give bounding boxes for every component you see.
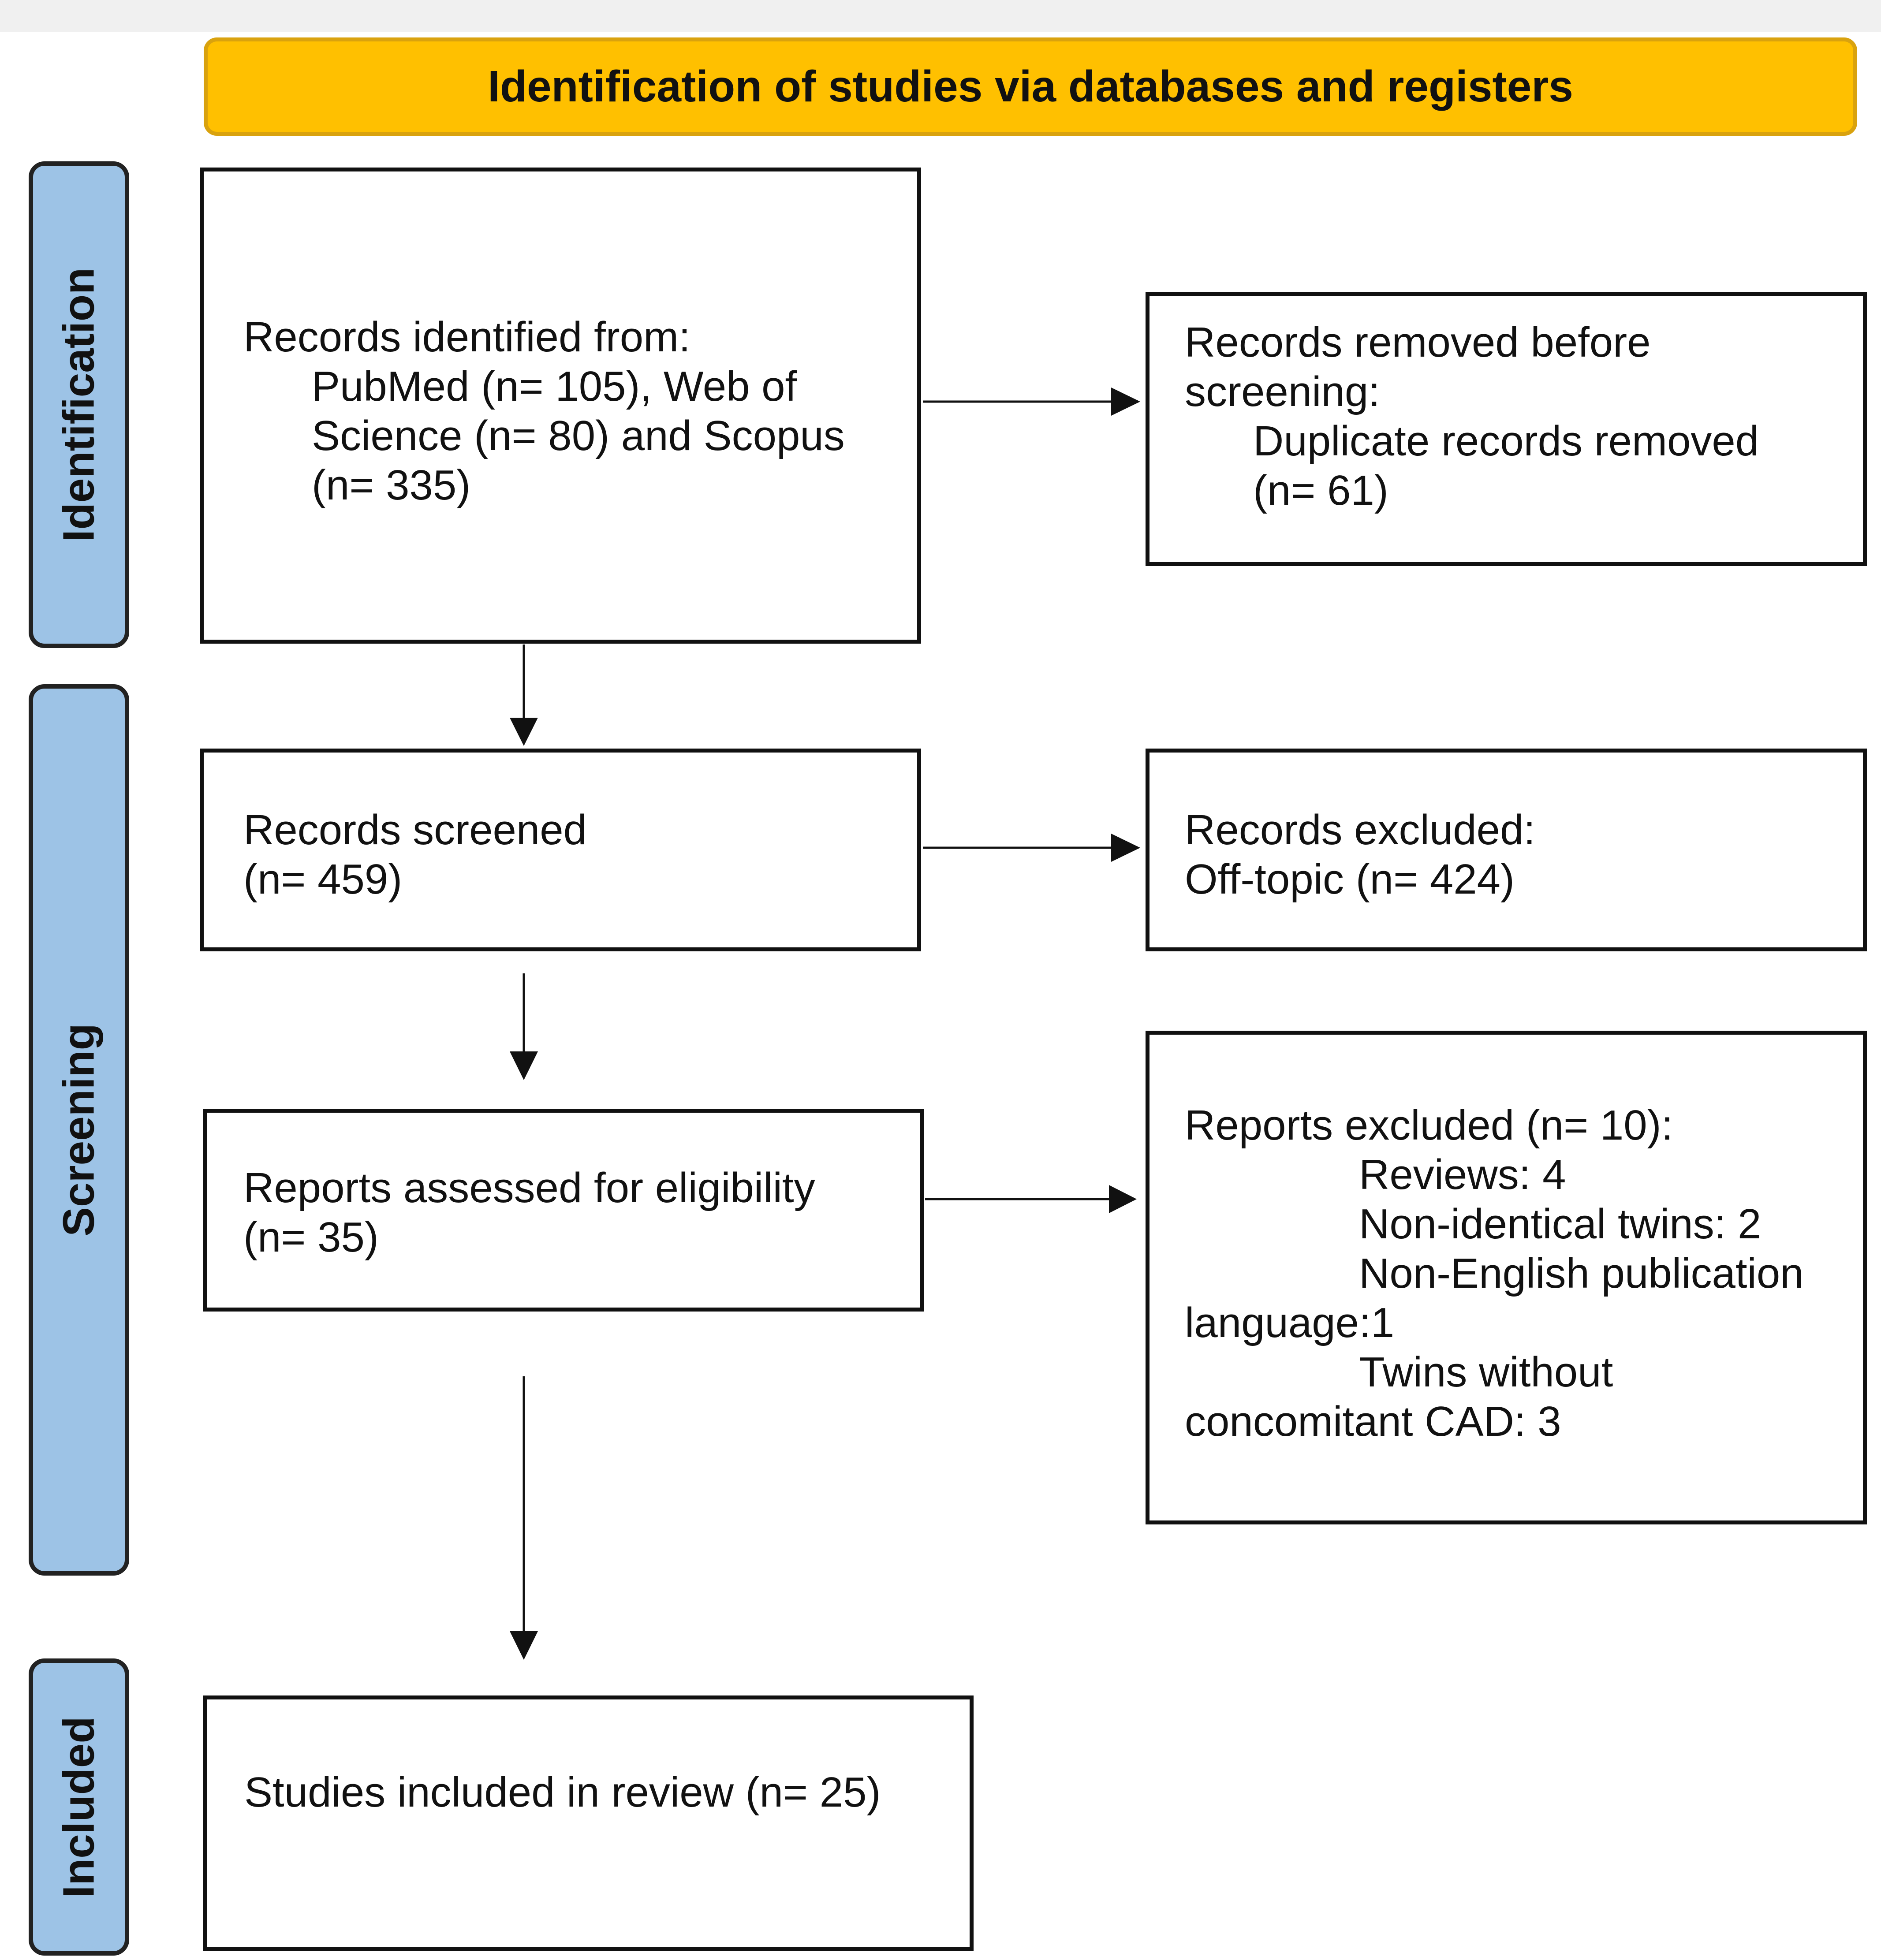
box-records-screened: Records screened (n= 459) <box>200 749 921 951</box>
arrowhead-identified-to-screened <box>510 718 538 746</box>
box-records-removed: Records removed before screening: Duplic… <box>1146 292 1867 566</box>
header-bar: Identification of studies via databases … <box>204 37 1857 136</box>
phase-identification: Identification <box>29 161 129 648</box>
records-removed-line3: Duplicate records removed <box>1253 417 1759 465</box>
box-records-excluded: Records excluded: Off-topic (n= 424) <box>1146 749 1867 951</box>
box-reports-assessed: Reports assessed for eligibility (n= 35) <box>203 1109 924 1312</box>
reports-excluded-line5: language:1 <box>1185 1299 1395 1346</box>
phase-included: Included <box>29 1658 129 1956</box>
arrowhead-assessed-to-included <box>510 1631 538 1660</box>
records-identified-line1: Records identified from: <box>243 313 690 361</box>
reports-excluded-line6: Twins without <box>1359 1349 1613 1396</box>
reports-excluded-line3: Non-identical twins: 2 <box>1359 1200 1762 1248</box>
studies-included-line1: Studies included in review (n= 25) <box>244 1769 881 1816</box>
reports-excluded-line2: Reviews: 4 <box>1359 1151 1566 1198</box>
records-removed-line4: (n= 61) <box>1253 467 1388 514</box>
header-title: Identification of studies via databases … <box>488 62 1573 111</box>
records-identified-line4: (n= 335) <box>312 462 471 509</box>
arrowhead-assessed-to-reports-excluded <box>1109 1185 1137 1213</box>
box-records-identified: Records identified from: PubMed (n= 105)… <box>200 168 921 644</box>
reports-assessed-line2: (n= 35) <box>243 1214 379 1261</box>
records-removed-line1: Records removed before <box>1185 319 1651 366</box>
reports-excluded-line7: concomitant CAD: 3 <box>1185 1398 1561 1445</box>
reports-assessed-line1: Reports assessed for eligibility <box>243 1164 815 1211</box>
top-strip <box>0 0 1881 32</box>
phase-screening: Screening <box>29 684 129 1576</box>
reports-excluded-line1: Reports excluded (n= 10): <box>1185 1102 1673 1149</box>
arrowhead-identified-to-removed <box>1111 388 1140 416</box>
reports-excluded-line4: Non-English publication <box>1359 1250 1804 1297</box>
records-screened-line2: (n= 459) <box>243 856 403 903</box>
records-removed-line2: screening: <box>1185 368 1380 415</box>
arrowhead-screened-to-excluded <box>1111 834 1140 862</box>
records-screened-line1: Records screened <box>243 806 587 853</box>
records-excluded-line2: Off-topic (n= 424) <box>1185 856 1515 903</box>
box-studies-included: Studies included in review (n= 25) <box>203 1695 974 1951</box>
records-identified-line3: Science (n= 80) and Scopus <box>312 412 845 459</box>
records-identified-line2: PubMed (n= 105), Web of <box>312 363 797 410</box>
records-excluded-line1: Records excluded: <box>1185 806 1536 853</box>
box-reports-excluded: Reports excluded (n= 10): Reviews: 4 Non… <box>1146 1031 1867 1524</box>
arrowhead-screened-to-assessed <box>510 1051 538 1080</box>
